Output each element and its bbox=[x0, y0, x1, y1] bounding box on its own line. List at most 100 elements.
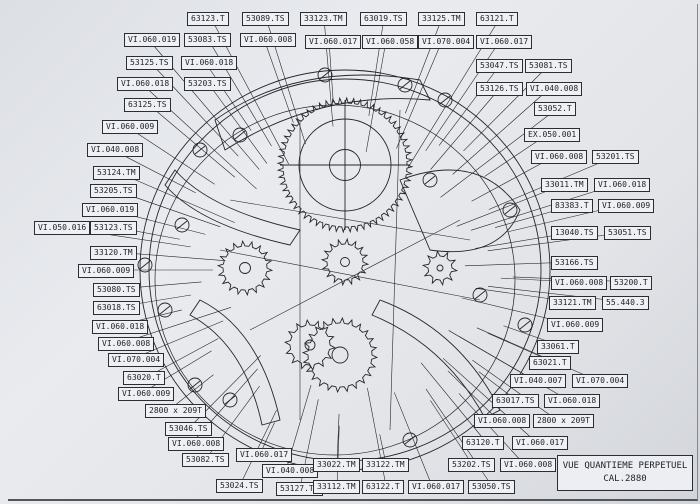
part-label: 53166.TS bbox=[551, 256, 598, 270]
leader-line bbox=[141, 350, 212, 394]
screw-icon bbox=[402, 432, 418, 448]
part-label: 53123.TS bbox=[90, 221, 137, 235]
part-label: 63020.T bbox=[123, 371, 165, 385]
leader-line bbox=[452, 87, 551, 175]
part-label: VI.060.008 bbox=[98, 337, 155, 351]
part-label: VI.060.017 bbox=[512, 436, 569, 450]
part-label: EX.050.001 bbox=[524, 128, 581, 142]
part-label: 63125.TS bbox=[124, 98, 171, 112]
leader-line bbox=[336, 425, 340, 487]
part-label: 53089.TS bbox=[242, 12, 289, 26]
leader-line bbox=[394, 392, 433, 487]
leader-line bbox=[263, 38, 294, 123]
part-label: 53052.T bbox=[534, 102, 576, 116]
part-label: 53050.TS bbox=[468, 480, 515, 494]
part-label: 83383.T bbox=[551, 199, 593, 213]
part-label: 63019.TS bbox=[360, 12, 407, 26]
part-label: 63018.TS bbox=[93, 301, 140, 315]
leader-line bbox=[336, 413, 340, 465]
screw-slot bbox=[474, 290, 486, 300]
part-label: 33122.TM bbox=[362, 458, 409, 472]
part-label: 63021.T bbox=[529, 356, 571, 370]
upper-lever bbox=[214, 74, 431, 151]
lower-pinion bbox=[284, 319, 336, 371]
part-label: 33011.TM bbox=[541, 178, 588, 192]
leader-line bbox=[131, 320, 224, 360]
part-label: 63017.TS bbox=[492, 394, 539, 408]
part-label: VI.060.018 bbox=[181, 56, 238, 70]
screw-slot bbox=[189, 380, 201, 390]
leader-line bbox=[438, 64, 501, 146]
part-label: VI.060.008 bbox=[240, 33, 297, 47]
screw-icon bbox=[232, 127, 248, 143]
screw-icon bbox=[187, 377, 203, 393]
part-label: 2800 x 209T bbox=[145, 404, 206, 418]
part-label: VI.060.018 bbox=[594, 178, 651, 192]
left-lever bbox=[164, 169, 301, 246]
part-label: 33123.TM bbox=[300, 12, 347, 26]
leader-line bbox=[207, 82, 268, 164]
screw-icon bbox=[317, 67, 333, 83]
part-label: 53205.TS bbox=[90, 184, 137, 198]
part-label: VI.060.017 bbox=[236, 448, 293, 462]
leader-line bbox=[328, 40, 334, 103]
part-label: VI.060.017 bbox=[305, 35, 362, 49]
part-label: 53203.TS bbox=[184, 77, 231, 91]
leader-line bbox=[476, 327, 597, 381]
leader-line bbox=[368, 17, 385, 116]
sheet-frame bbox=[8, 4, 698, 501]
part-label: 53126.TS bbox=[476, 82, 523, 96]
part-label: VI.060.009 bbox=[598, 199, 655, 213]
screw-icon bbox=[157, 302, 173, 318]
part-label: VI.060.009 bbox=[118, 387, 175, 401]
lower-wheel bbox=[301, 316, 379, 394]
leader-line bbox=[125, 125, 215, 185]
screw-icon bbox=[517, 317, 533, 333]
part-label: 53080.TS bbox=[93, 283, 140, 297]
part-label: 63121.T bbox=[476, 12, 518, 26]
part-label: 63120.T bbox=[462, 436, 504, 450]
leader-line bbox=[147, 103, 236, 178]
part-label: 33022.TM bbox=[313, 458, 360, 472]
leader-line bbox=[463, 64, 550, 152]
part-label: 33061.T bbox=[537, 340, 579, 354]
leader-line bbox=[365, 40, 387, 152]
part-label: 53124.TM bbox=[93, 166, 140, 180]
part-label: 53051.TS bbox=[604, 226, 651, 240]
part-label: 53125.TS bbox=[126, 56, 173, 70]
part-label: VI.060.008 bbox=[500, 458, 557, 472]
screw-icon bbox=[192, 142, 208, 158]
leader-line bbox=[239, 410, 277, 486]
part-label: VI.060.017 bbox=[408, 480, 465, 494]
screw-slot bbox=[439, 95, 451, 105]
leader-line bbox=[116, 171, 235, 223]
bridge-arc bbox=[154, 104, 516, 456]
screw-icon bbox=[502, 202, 518, 218]
screw-icon bbox=[397, 77, 413, 93]
part-label: VI.070.004 bbox=[418, 35, 475, 49]
leader-line bbox=[430, 400, 473, 465]
part-label: VI.060.008 bbox=[168, 437, 225, 451]
leader-line bbox=[396, 40, 443, 149]
part-label: VI.060.018 bbox=[92, 320, 149, 334]
leader-line bbox=[458, 393, 525, 465]
part-label: 53047.TS bbox=[476, 59, 523, 73]
part-label: VI.060.017 bbox=[476, 35, 533, 49]
leader-line bbox=[440, 107, 559, 198]
part-label: 33112.TM bbox=[313, 480, 360, 494]
part-label: 53082.TS bbox=[182, 453, 229, 467]
leader-line bbox=[447, 370, 499, 421]
screw-slot bbox=[399, 80, 411, 90]
part-label: 33120.TM bbox=[90, 246, 137, 260]
part-label: 55.440.3 bbox=[602, 296, 649, 310]
title-line-1: VUE QUANTIEME PERPETUEL bbox=[562, 461, 688, 471]
star-wheel bbox=[421, 249, 459, 287]
part-label: VI.060.008 bbox=[551, 276, 608, 290]
part-label: 13040.TS bbox=[551, 226, 598, 240]
part-label: VI.060.009 bbox=[78, 264, 135, 278]
leader-line bbox=[146, 338, 219, 378]
title-block: VUE QUANTIEME PERPETUEL CAL.2880 bbox=[557, 455, 693, 491]
screw-slot bbox=[159, 305, 171, 315]
screw-slot bbox=[404, 435, 416, 445]
screw-slot bbox=[504, 205, 516, 215]
